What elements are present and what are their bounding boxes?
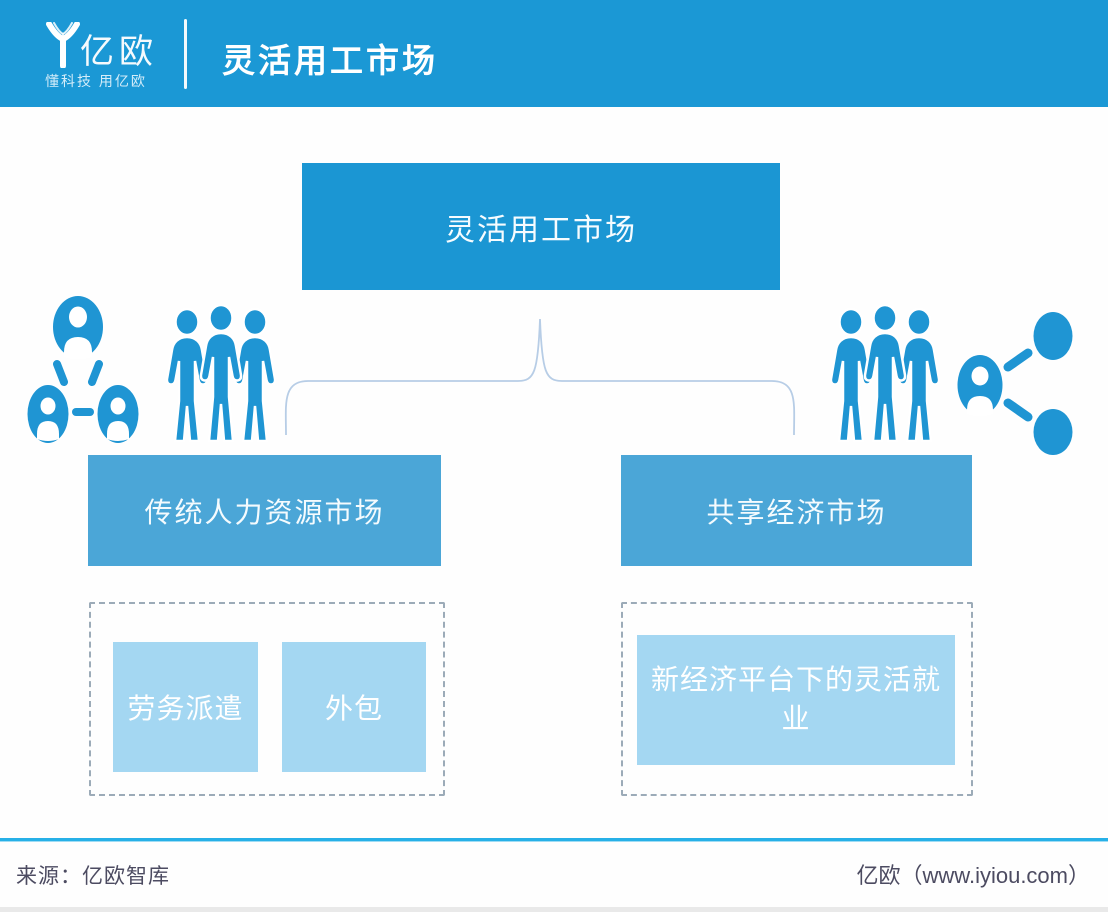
logo-tagline: 懂科技 用亿欧 bbox=[45, 73, 147, 89]
children-group-traditional: 劳务派遣 外包 bbox=[89, 602, 445, 796]
people-network-icon bbox=[27, 296, 139, 443]
children-group-sharing: 新经济平台下的灵活就业 bbox=[621, 602, 973, 796]
yiou-logo-icon bbox=[46, 22, 80, 68]
logo-wordmark: 亿欧 bbox=[80, 33, 158, 71]
person-share-icon bbox=[957, 312, 1073, 455]
page-title: 灵活用工市场 bbox=[222, 42, 438, 79]
source-text: 来源：亿欧智库 bbox=[16, 865, 170, 888]
bottom-edge bbox=[0, 907, 1108, 912]
child-node-new-economy-employment: 新经济平台下的灵活就业 bbox=[637, 635, 955, 765]
branch-node-sharing-economy: 共享经济市场 bbox=[621, 455, 972, 566]
crowd-icon-right bbox=[829, 305, 941, 443]
header-bar: 亿欧 懂科技 用亿欧 灵活用工市场 bbox=[0, 0, 1108, 107]
child-node-outsourcing: 外包 bbox=[282, 642, 426, 772]
branch-node-traditional-hr: 传统人力资源市场 bbox=[88, 455, 441, 566]
site-text: 亿欧（www.iyiou.com） bbox=[856, 863, 1090, 888]
root-node: 灵活用工市场 bbox=[302, 163, 780, 290]
brace-connector bbox=[284, 318, 796, 436]
crowd-icon-left bbox=[165, 305, 277, 443]
header-divider bbox=[184, 19, 187, 89]
footer-divider bbox=[0, 838, 1108, 842]
child-node-labor-dispatch: 劳务派遣 bbox=[113, 642, 258, 772]
